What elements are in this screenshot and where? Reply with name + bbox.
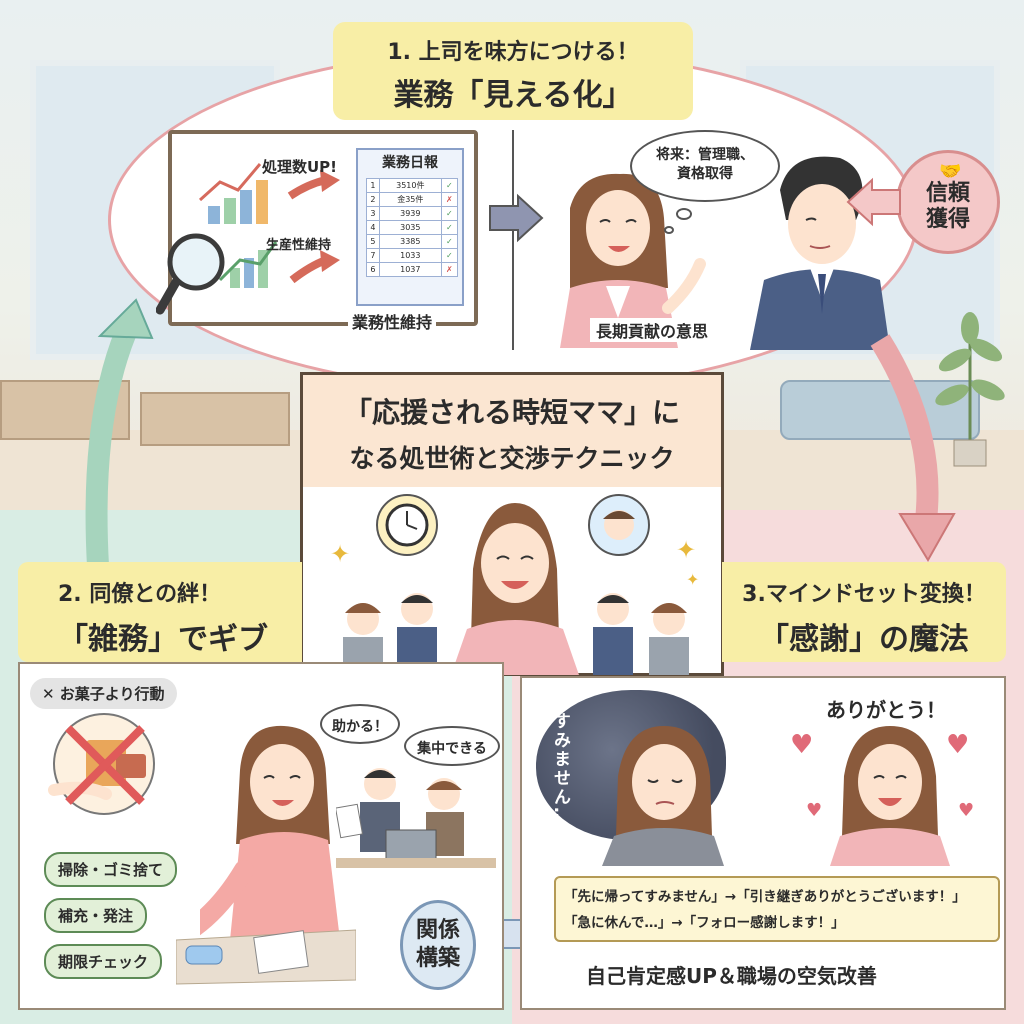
relation-line2: 構築 [415, 946, 460, 971]
section3-heading: 3.マインドセット変換！ [742, 582, 986, 607]
section1-subheading: 業務「見える化」 [393, 78, 633, 113]
handshake-icon: 🤝 [939, 161, 962, 182]
heart-icon: ♥ [946, 730, 970, 760]
heart-icon: ♥ [806, 800, 823, 821]
arrow-board-to-woman [489, 193, 544, 243]
center-title-line2: なる処世術と交渉テクニック [349, 444, 675, 473]
sparkle-icon: ✦ [676, 536, 697, 564]
magnifier-icon [156, 233, 225, 315]
sparkle-icon: ✦ [686, 570, 700, 589]
section1-divider [512, 130, 514, 350]
cleaning-woman [200, 725, 340, 940]
heart-icon: ♥ [958, 800, 975, 821]
no-snacks-icon [48, 713, 155, 815]
apologetic-woman [602, 726, 724, 866]
center-title-header: 「応援される時短ママ」に なる処世術と交渉テクニック [303, 375, 721, 487]
intent-caption: 長期貢献の意思 [590, 318, 715, 342]
trust-badge: 🤝 信頼 獲得 [896, 150, 1000, 254]
section2-subheading: 「雑務」でギブ [58, 622, 268, 657]
bottom-caption: 自己肯定感UP＆職場の空気改善 [586, 964, 877, 988]
thought-dot [676, 208, 692, 220]
section2-title-tag: 2. 同僚との絆！ 「雑務」でギブ [18, 562, 302, 662]
thanks-text: ありがとう！ [826, 698, 946, 722]
relation-badge: 関係 構築 [400, 900, 476, 990]
center-title-line1: 「応援される時短ママ」に [343, 396, 680, 429]
wiping-desk [176, 929, 356, 985]
office-desk-left-2 [140, 392, 290, 446]
heart-icon: ♥ [790, 730, 814, 760]
center-title-box: 「応援される時短ママ」に なる処世術と交渉テクニック [300, 372, 724, 676]
section3-title-tag: 3.マインドセット変換！ 「感謝」の魔法 [722, 562, 1006, 662]
plant-icon [935, 312, 1005, 467]
chart-label-top: 処理数UP! [262, 158, 338, 176]
boss-man [750, 156, 890, 350]
phrase-conversion-box: 「先に帰ってすみません」→「引き継ぎありがとうございます！」 「急に休んで…」→… [554, 876, 1000, 942]
section1-heading: 1. 上司を味方につける！ [387, 40, 639, 65]
board-caption: 業務性維持 [348, 309, 437, 333]
grateful-woman [830, 726, 950, 866]
section1-title-tag: 1. 上司を味方につける！ 業務「見える化」 [333, 22, 693, 120]
help-bubble: 助かる！ [320, 704, 400, 744]
arrow-section2-to-section1 [85, 327, 137, 567]
sparkle-icon: ✦ [330, 540, 351, 568]
chart-label-mid: 生産性維持 [266, 238, 332, 253]
trust-line2: 獲得 [925, 207, 970, 232]
section3-subheading: 「感謝」の魔法 [759, 622, 969, 657]
future-thought-bubble: 将来：管理職、 資格取得 [630, 130, 780, 202]
focus-bubble: 集中できる [404, 726, 500, 766]
arrow-section1-to-section3 [870, 334, 939, 522]
arrow-trust-to-boss [846, 177, 901, 227]
coworkers-at-desk [336, 768, 496, 868]
sorry-text: すみません… [550, 712, 570, 826]
phrase-line2: 「急に休んで…」→「フォロー感謝します！」 [564, 915, 845, 931]
thought-dot [664, 226, 674, 234]
task-deadline-check: 期限チェック [44, 944, 163, 979]
woman-explaining [560, 173, 706, 348]
thought-line2: 資格取得 [677, 166, 733, 182]
trust-line1: 信頼 [925, 181, 970, 206]
phrase-line1: 「先に帰ってすみません」→「引き継ぎありがとうございます！」 [564, 889, 966, 905]
no-snacks-label: ✕ お菓子より行動 [30, 678, 177, 709]
task-restock: 補充・発注 [44, 898, 148, 933]
growth-chart-icon [198, 163, 340, 288]
cheering-team-illustration [343, 494, 689, 675]
task-cleaning: 掃除・ゴミ捨て [44, 852, 178, 887]
section2-heading: 2. 同僚との絆！ [58, 582, 222, 607]
relation-line1: 関係 [415, 918, 460, 943]
daily-report-title: 業務日報 [382, 155, 438, 171]
thought-line1: 将来：管理職、 [656, 147, 754, 163]
